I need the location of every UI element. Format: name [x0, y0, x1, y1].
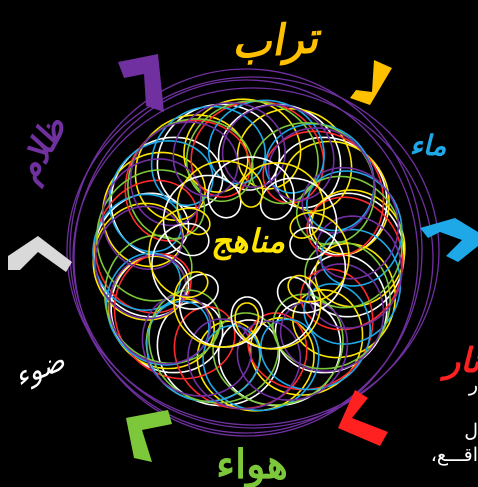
label-earth: تراب — [230, 13, 325, 69]
chevron-light-icon — [8, 236, 72, 272]
clipped-text-line-3: اقـــع، — [398, 444, 478, 467]
center-label: مناهج — [211, 222, 285, 261]
chevron-fire-icon — [338, 390, 388, 446]
label-air: هواء — [216, 441, 288, 487]
label-light: ضوء — [9, 344, 69, 394]
chevron-water-icon — [420, 218, 478, 262]
label-dark: ظلام — [7, 108, 76, 190]
chevron-dark-icon — [118, 54, 164, 112]
clipped-text-line-1: ر — [438, 374, 478, 397]
chevron-earth-icon — [350, 60, 392, 105]
label-water: ماء — [410, 129, 447, 162]
clipped-text-line-2: ل — [438, 420, 478, 443]
chevron-air-icon — [126, 410, 172, 462]
